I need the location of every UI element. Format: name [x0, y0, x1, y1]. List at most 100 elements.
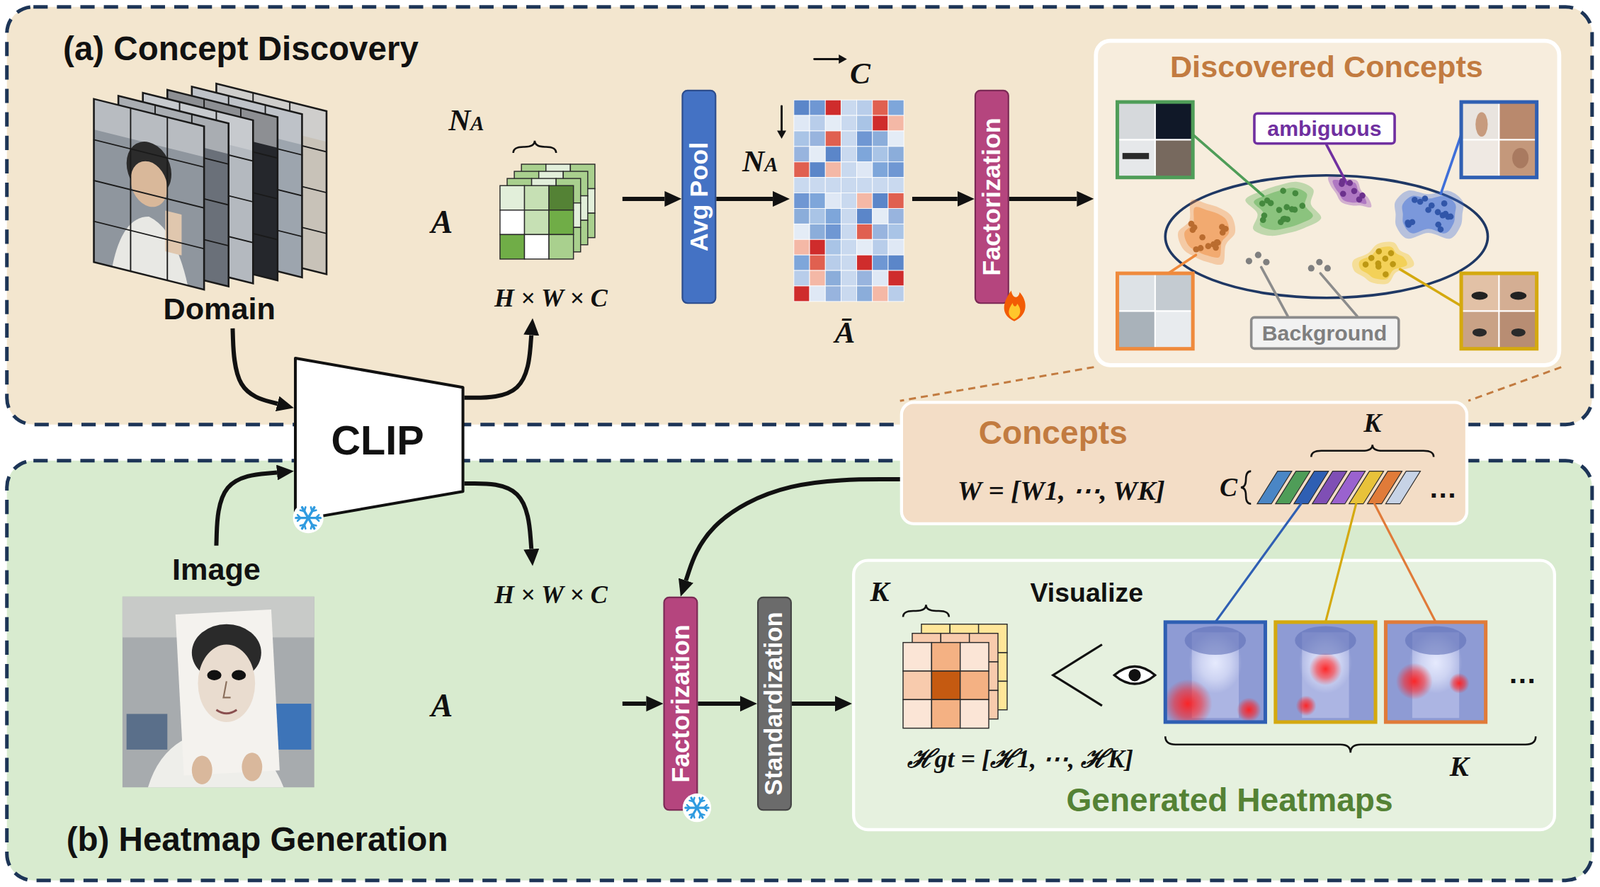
- image-patch: [1117, 139, 1156, 178]
- box-shape: [664, 597, 698, 811]
- snowflake-icon: [699, 798, 701, 802]
- snowflake-icon: [300, 510, 305, 512]
- block-label: Avg Pool: [684, 142, 714, 252]
- dimension-label: H × W × C: [494, 284, 608, 314]
- eye-icon: [1114, 666, 1156, 684]
- eye-pupil: [1128, 669, 1141, 682]
- symbol-label: Ā: [834, 315, 855, 351]
- feature-map-layer: [548, 210, 574, 236]
- action-label: Visualize: [1030, 578, 1144, 610]
- matrix-cell: [825, 131, 841, 147]
- photo-eye: [206, 670, 221, 681]
- patch-detail: [1512, 148, 1529, 169]
- snowflake-icon: [696, 808, 703, 819]
- cluster-point: [1381, 270, 1390, 279]
- cluster-point: [1267, 199, 1275, 207]
- concepts-box: ConceptsW = [W1, ⋯, WK]CK…: [900, 400, 1469, 526]
- matrix-cell: [857, 193, 873, 209]
- box-shape: [757, 597, 792, 811]
- background-point: [1245, 257, 1253, 265]
- flow-arrow: [791, 701, 836, 707]
- photo-ground: [122, 597, 315, 788]
- patch-border: [1461, 273, 1537, 350]
- cluster-point: [1367, 254, 1376, 263]
- heatmap-image: [1385, 622, 1486, 723]
- matrix-cell: [857, 223, 873, 240]
- cluster-point: [1214, 239, 1222, 246]
- axis-arrow: [780, 106, 783, 132]
- factorization-block: Factorization: [974, 89, 1010, 305]
- photo-hand: [241, 752, 263, 782]
- matrix-cell: [809, 131, 826, 147]
- frame-grid: [94, 139, 205, 168]
- cluster-point: [1345, 178, 1355, 187]
- concept-vector: [1385, 471, 1421, 505]
- patch-divider: [1117, 138, 1194, 141]
- factorization-block: Factorization: [662, 597, 698, 812]
- heatmap-ground: [1385, 622, 1486, 723]
- cluster-point: [1218, 223, 1226, 231]
- matrix-cell: [793, 254, 810, 271]
- snowflake-icon: [700, 814, 705, 816]
- matrix-cell: [888, 223, 904, 240]
- box-heading: Generated Heatmaps: [1065, 781, 1393, 820]
- feature-map-layer: [524, 185, 550, 211]
- cluster-point: [1374, 247, 1383, 256]
- snowflake-ground: [292, 502, 323, 534]
- tag-box: ambiguous: [1252, 111, 1397, 145]
- matrix-cell: [793, 115, 810, 132]
- flow-arrow: [464, 483, 532, 550]
- cluster-body: [1184, 206, 1229, 258]
- leader-line: [1168, 254, 1197, 274]
- concept-cluster: [1243, 178, 1324, 241]
- patch-thumbnail: [1461, 101, 1537, 178]
- heatmaps-brace: [1165, 736, 1536, 753]
- feature-map-layer: [500, 234, 525, 260]
- cluster-point: [1374, 262, 1383, 271]
- cluster-halo: [1177, 199, 1236, 265]
- matrix-cell: [872, 162, 889, 178]
- heatmap-stack-layer: [960, 643, 989, 672]
- matrix-cell: [840, 99, 857, 116]
- stack-brace: [903, 604, 950, 617]
- image-patch: [1498, 101, 1537, 140]
- concept-cluster: [1320, 166, 1380, 219]
- box-shape: [1254, 113, 1395, 144]
- cluster-point: [1447, 213, 1455, 221]
- snowflake-icon: [311, 524, 316, 526]
- compare-bracket: [1053, 645, 1103, 707]
- patch-thumbnail: [1117, 273, 1194, 350]
- leader-line: [1400, 269, 1462, 306]
- cluster-halo: [1348, 235, 1418, 292]
- heatmap-stack-layer: [903, 671, 932, 700]
- matrix-cell: [793, 208, 810, 224]
- matrix-cell: [857, 239, 873, 255]
- person-face: [130, 157, 168, 212]
- cluster-point: [1291, 189, 1299, 197]
- panel-shape: [7, 7, 1593, 425]
- heatmap-stack-layer: [931, 643, 960, 672]
- heatmap-border: [1385, 622, 1486, 723]
- cluster-point: [1354, 195, 1364, 204]
- cluster-point: [1258, 199, 1266, 207]
- patch-thumbnail: [1461, 273, 1537, 350]
- cluster-point: [1260, 212, 1268, 220]
- dimension-label: NA: [742, 143, 778, 180]
- matrix-cell: [888, 270, 904, 287]
- formula: W = [W1, ⋯, WK]: [957, 475, 1166, 508]
- dashed-connector: [900, 367, 1562, 402]
- matrix-cell: [840, 254, 857, 271]
- cluster-point: [1298, 202, 1307, 210]
- matrix-cell: [825, 177, 841, 194]
- matrix-cell: [888, 131, 904, 147]
- image-patch: [1461, 101, 1499, 140]
- photo-printout: [175, 609, 280, 776]
- cluster-body: [1355, 242, 1410, 286]
- input-label: Domain: [162, 291, 275, 328]
- image-patch: [1155, 310, 1193, 349]
- matrix-cell: [888, 208, 904, 224]
- matrix-cell: [857, 177, 873, 194]
- heatmap-hotspot: [1236, 697, 1262, 723]
- matrix-cell: [840, 286, 857, 302]
- matrix-cell: [809, 223, 826, 240]
